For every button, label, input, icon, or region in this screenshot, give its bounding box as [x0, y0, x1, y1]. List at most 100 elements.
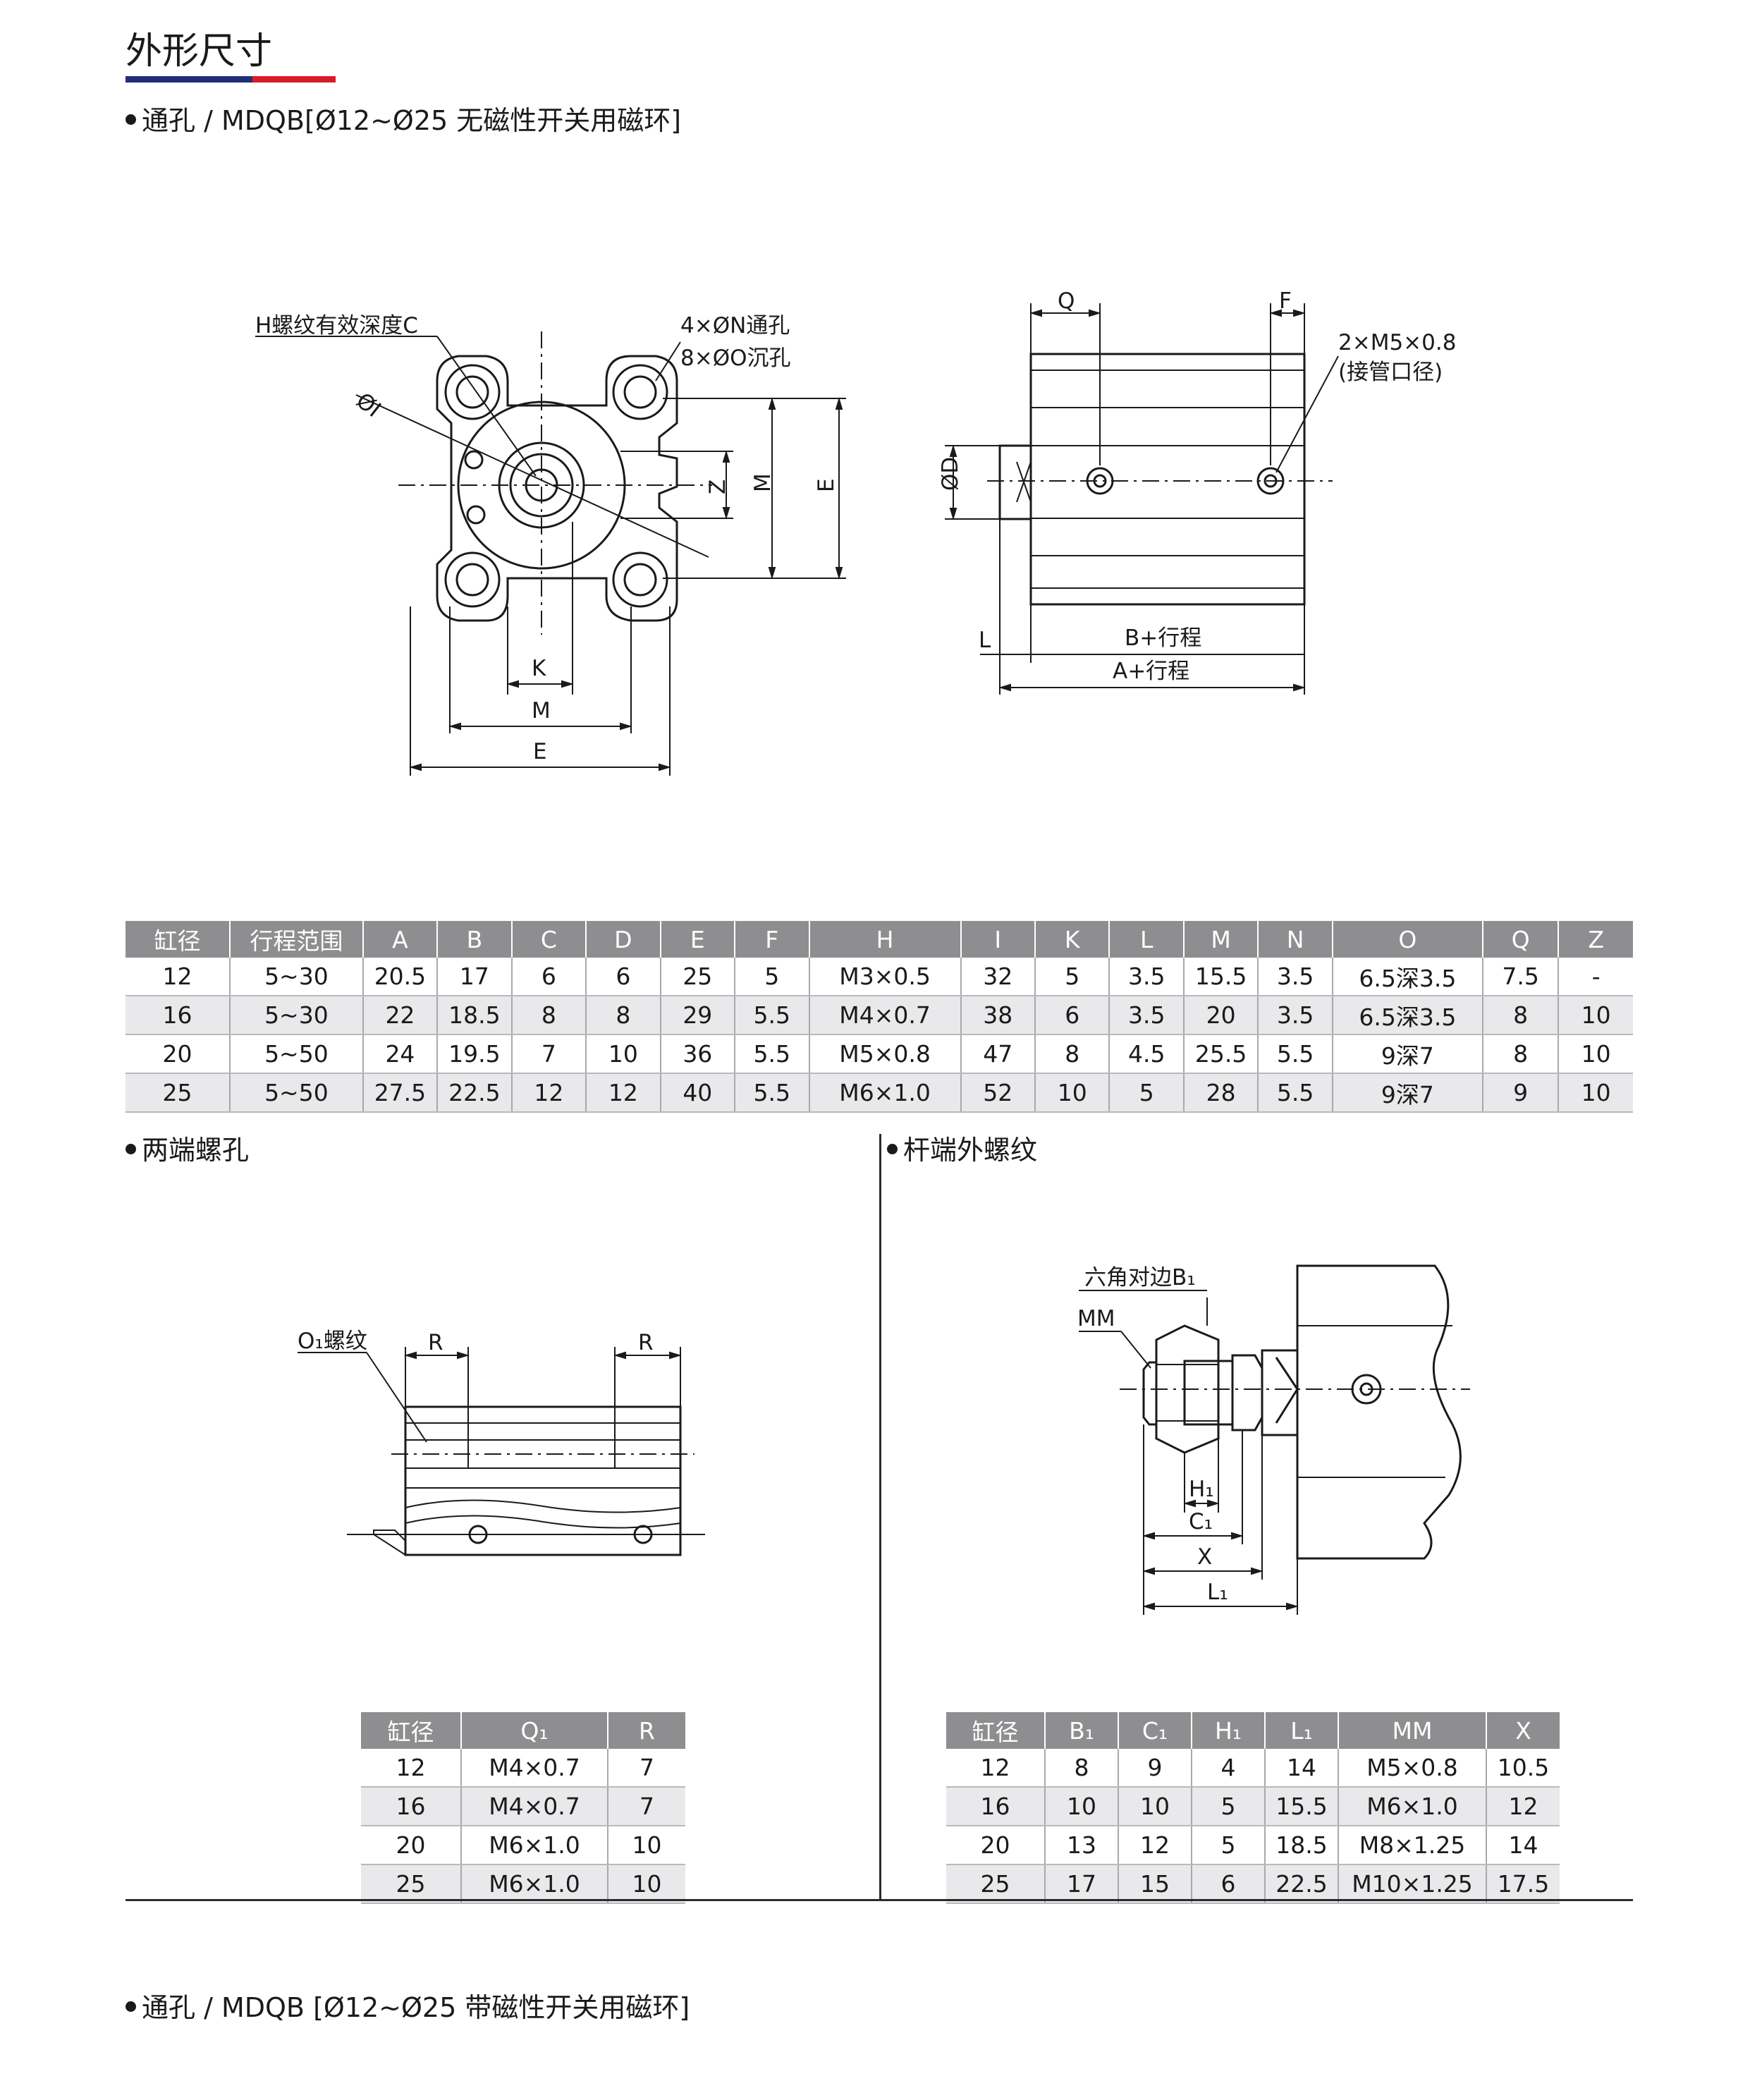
label-l: L	[979, 628, 991, 653]
table-cell: 8	[511, 996, 587, 1035]
table-cell: 5~50	[230, 1073, 364, 1113]
column-header: Q₁	[461, 1712, 608, 1749]
column-header: A	[362, 921, 439, 958]
table-cell: M8×1.25	[1338, 1826, 1487, 1865]
table-cell: 8	[1482, 1034, 1560, 1074]
column-header: F	[735, 921, 810, 958]
table-cell: 32	[960, 958, 1036, 996]
table-cell: 27.5	[362, 1073, 439, 1113]
table-cell: 5	[1192, 1826, 1266, 1865]
table-cell: 4.5	[1109, 1034, 1185, 1074]
table-cell: 5	[1192, 1787, 1266, 1826]
label-m-side: M	[750, 473, 776, 492]
label-e-bottom: E	[533, 739, 547, 764]
table-cell: 3.5	[1258, 958, 1333, 996]
table-cell: 9深7	[1332, 1073, 1483, 1113]
front-view-drawing: H螺纹有效深度C 4×ØN通孔 8×ØO沉孔 ØI Z M E K M E	[255, 288, 1456, 776]
label-h-thread: H螺纹有效深度C	[255, 313, 418, 338]
column-header: 缸径	[946, 1712, 1046, 1749]
table-cell: M4×0.7	[461, 1749, 608, 1788]
label-m-bottom: M	[532, 698, 551, 724]
section-heading-through-hole: 通孔 / MDQB[Ø12~Ø25 无磁性开关用磁环]	[126, 103, 681, 138]
column-header: N	[1258, 921, 1333, 958]
column-header: H	[809, 921, 962, 958]
table-cell: 9	[1482, 1073, 1560, 1113]
table-cell: 22	[362, 996, 439, 1035]
column-header: 行程范围	[230, 921, 364, 958]
table-cell: 8	[1045, 1749, 1119, 1788]
table-cell: 15	[1118, 1864, 1192, 1904]
table-cell: 13	[1045, 1826, 1119, 1865]
table-cell: 19.5	[437, 1034, 513, 1074]
section-heading-magnetic: 通孔 / MDQB [Ø12~Ø25 带磁性开关用磁环]	[126, 1990, 690, 2025]
label-r-right: R	[638, 1330, 654, 1355]
column-header: K	[1035, 921, 1110, 958]
table-cell: 5~30	[230, 996, 364, 1035]
table-cell: 5.5	[735, 996, 810, 1035]
table-cell: 12	[511, 1073, 587, 1113]
table-cell: 25	[946, 1864, 1046, 1904]
table-cell: 16	[361, 1787, 462, 1826]
table-cell: 12	[946, 1749, 1046, 1788]
table-cell: 47	[960, 1034, 1036, 1074]
table-cell: 7.5	[1482, 958, 1560, 996]
table-cell: 18.5	[1265, 1826, 1339, 1865]
column-header: B₁	[1045, 1712, 1119, 1749]
table-cell: 12	[1486, 1787, 1560, 1826]
section-bottom-rule	[126, 1899, 1633, 1901]
table-cell: 6.5深3.5	[1332, 958, 1483, 996]
table-cell: 12	[361, 1749, 462, 1788]
table-cell: 14	[1265, 1749, 1339, 1788]
table-cell: 20	[946, 1826, 1046, 1865]
table-cell: M4×0.7	[461, 1787, 608, 1826]
table-cell: 5.5	[1258, 1073, 1333, 1113]
table-cell: 5.5	[735, 1073, 810, 1113]
label-k: K	[532, 656, 546, 681]
table-cell: 5.5	[1258, 1034, 1333, 1074]
table-cell: M5×0.8	[1338, 1749, 1487, 1788]
label-mm: MM	[1077, 1306, 1115, 1331]
table-cell: 12	[126, 958, 231, 996]
table-cell: 7	[511, 1034, 587, 1074]
table-cell: 7	[608, 1787, 685, 1826]
table-cell: 5~50	[230, 1034, 364, 1074]
label-a-stroke: A+行程	[1113, 659, 1189, 684]
label-z: Z	[705, 480, 730, 494]
label-q: Q	[1058, 288, 1075, 314]
column-header: 缸径	[361, 1712, 462, 1749]
table-cell: 4	[1192, 1749, 1266, 1788]
column-header: D	[586, 921, 661, 958]
column-header: C₁	[1118, 1712, 1192, 1749]
table-cell: 10	[1558, 996, 1633, 1035]
column-header: Z	[1558, 921, 1633, 958]
table-cell: 17	[1045, 1864, 1119, 1904]
label-port-size: 2×M5×0.8	[1338, 330, 1456, 355]
table-cell: 20	[126, 1034, 231, 1074]
page-title: 外形尺寸	[126, 30, 273, 73]
table-cell: 29	[660, 996, 736, 1035]
table-cell: M6×1.0	[1338, 1787, 1487, 1826]
table-cell: 20	[361, 1826, 462, 1865]
table-cell: 40	[660, 1073, 736, 1113]
table-cell: M3×0.5	[809, 958, 962, 996]
table-cell: M6×1.0	[809, 1073, 962, 1113]
table-cell: M4×0.7	[809, 996, 962, 1035]
table-cell: 5.5	[735, 1034, 810, 1074]
column-header: C	[511, 921, 587, 958]
column-header: Q	[1482, 921, 1560, 958]
table-cell: 17.5	[1486, 1864, 1560, 1904]
table-cell: M5×0.8	[809, 1034, 962, 1074]
table-cell: 5	[735, 958, 810, 996]
table-cell: 38	[960, 996, 1036, 1035]
